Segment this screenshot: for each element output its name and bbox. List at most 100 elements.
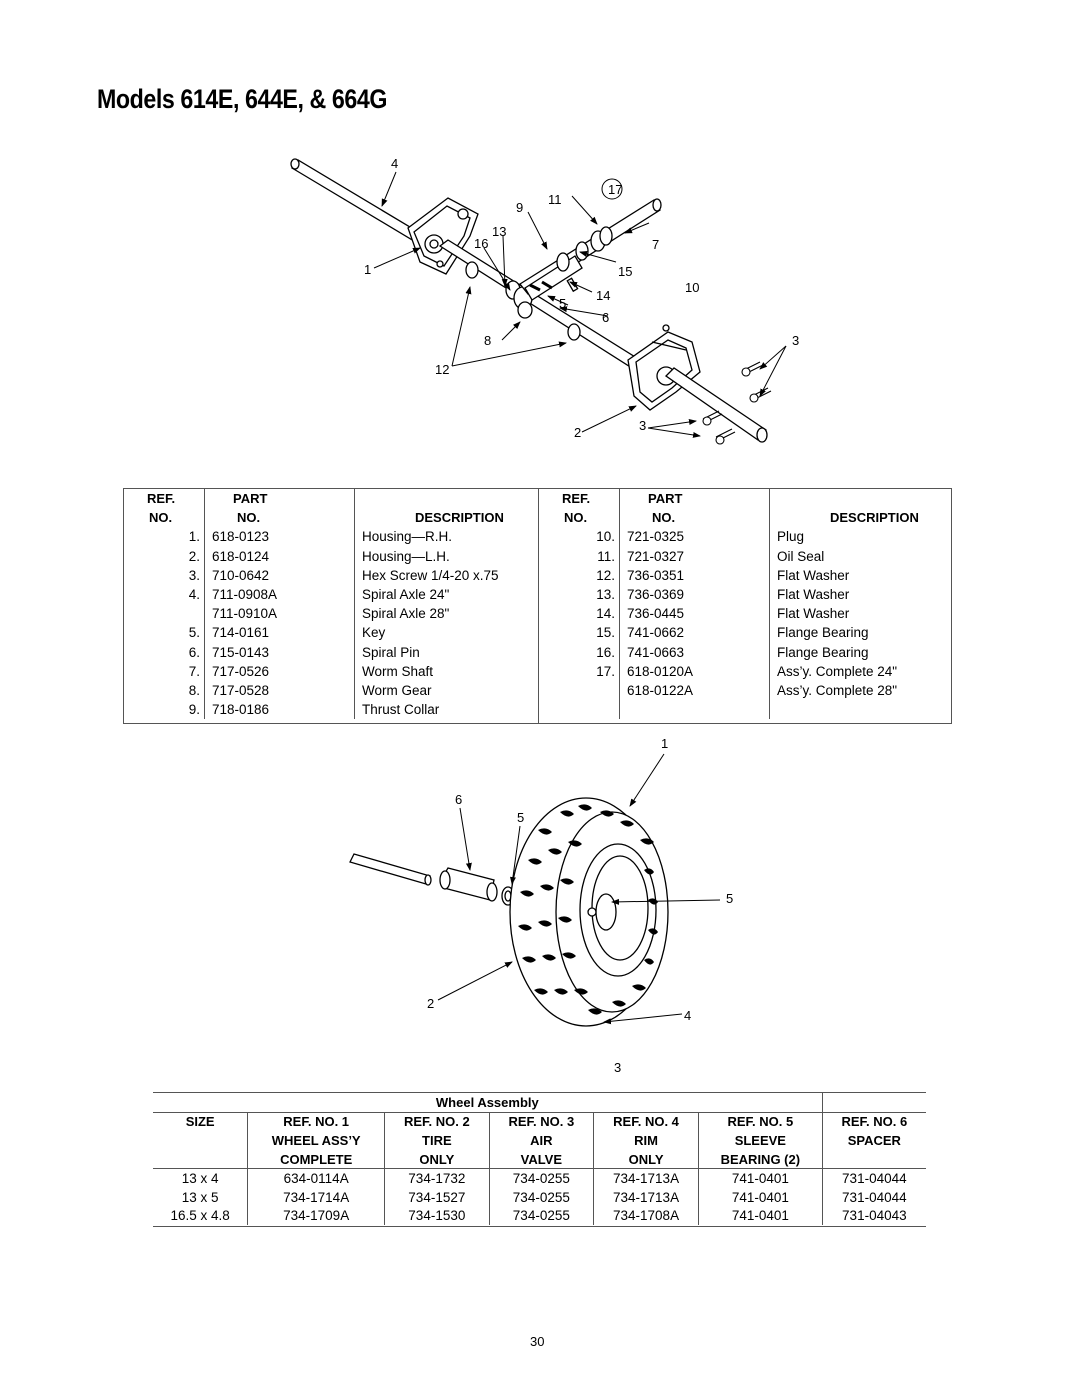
col-subheader: AIR: [488, 1131, 594, 1150]
part-no: 721-0325: [619, 527, 770, 547]
wheel-assembly-diagram: 1 6 5 5 2 4 3: [349, 736, 733, 1075]
description: Key: [362, 625, 386, 641]
description: Ass’y. Complete 24": [777, 663, 898, 679]
table-row: 13 x 4 634-0114A 734-1732 734-0255 734-1…: [153, 1168, 926, 1188]
description: Flat Washer: [777, 567, 850, 583]
header-ref: REF.: [124, 489, 205, 509]
callout-7: 7: [652, 237, 659, 252]
header-no: NO.: [124, 508, 205, 528]
part-cell: 734-1530: [384, 1206, 490, 1226]
wheel-table-frame: [153, 1092, 926, 1227]
ref-no: 10.: [539, 527, 620, 547]
callout-15: 15: [618, 264, 632, 279]
description: Worm Gear: [362, 682, 432, 698]
ref-no: 16.: [539, 642, 620, 662]
part-no: 736-0445: [619, 604, 770, 624]
col-header-size: SIZE: [153, 1111, 248, 1132]
callout-1: 1: [364, 262, 371, 277]
size-cell: 13 x 4: [181, 1171, 219, 1187]
header-part: PART: [204, 489, 355, 509]
callout-6: 6: [602, 310, 609, 325]
part-no: 741-0663: [619, 642, 770, 662]
part-no: 715-0143: [204, 642, 355, 662]
part-no: 714-0161: [204, 623, 355, 643]
description: Flat Washer: [777, 587, 850, 603]
part-cell: 634-0114A: [247, 1168, 385, 1188]
part-cell: 734-1714A: [247, 1187, 385, 1207]
col-header-ref1: REF. NO. 1: [247, 1111, 385, 1132]
callout-8: 8: [484, 333, 491, 348]
wheel-callout-2: 2: [427, 996, 434, 1011]
description: Spiral Axle 28": [362, 606, 450, 622]
part-cell: 731-04044: [821, 1187, 926, 1207]
ref-no: [124, 604, 205, 624]
col-subheader: SLEEVE: [698, 1131, 823, 1150]
ref-no: 3.: [124, 565, 205, 585]
callout-3a: 3: [792, 333, 799, 348]
parts-table-right: REF. PART NO. NO. DESCRIPTION 10.721-032…: [539, 489, 950, 720]
page-number: 30: [530, 1334, 545, 1349]
col-subheader: SPACER: [821, 1131, 926, 1150]
callout-14: 14: [596, 288, 610, 303]
part-cell: 731-04043: [821, 1206, 926, 1226]
part-no: 741-0662: [619, 623, 770, 643]
part-cell: 741-0401: [698, 1206, 823, 1226]
ref-no: 2.: [124, 546, 205, 566]
header-ref: REF.: [539, 489, 620, 509]
description: Ass’y. Complete 28": [777, 682, 898, 698]
part-cell: 734-0255: [488, 1168, 594, 1188]
header-description: DESCRIPTION: [830, 510, 919, 526]
part-no: 711-0910A: [204, 604, 355, 624]
col-subheader: [153, 1131, 248, 1150]
callout-4: 4: [391, 156, 398, 171]
callout-13: 13: [492, 224, 506, 239]
part-no: 618-0124: [204, 546, 355, 566]
part-no: 718-0186: [204, 700, 355, 720]
description: Spiral Axle 24": [362, 587, 450, 603]
ref-no: 12.: [539, 565, 620, 585]
header-part: PART: [619, 489, 770, 509]
description: Flat Washer: [777, 606, 850, 622]
size-cell: 16.5 x 4.8: [170, 1208, 230, 1224]
part-cell: 734-1709A: [247, 1206, 385, 1226]
part-cell: 734-1527: [384, 1187, 490, 1207]
wheel-callout-1: 1: [661, 736, 668, 751]
part-no: 711-0908A: [204, 584, 355, 605]
part-no: 717-0526: [204, 661, 355, 681]
part-no: 710-0642: [204, 565, 355, 585]
callout-12: 12: [435, 362, 449, 377]
col-subheader: RIM: [593, 1131, 699, 1150]
ref-no: 14.: [539, 604, 620, 624]
callout-5: 5: [559, 296, 566, 311]
description: Oil Seal: [777, 548, 825, 564]
part-no: 618-0123: [204, 527, 355, 547]
header-part-no: NO.: [619, 508, 770, 528]
part-cell: 734-0255: [488, 1206, 594, 1226]
part-cell: 734-1732: [384, 1168, 490, 1188]
ref-no: 6.: [124, 642, 205, 662]
description: Flange Bearing: [777, 625, 869, 641]
axle-assembly-diagram: 4 1 9 11 17 13 16 7 15 14 5 10 6 8 3 12 …: [290, 156, 799, 445]
callout-16: 16: [474, 236, 488, 251]
wheel-callout-6: 6: [455, 792, 462, 807]
ref-no: 11.: [539, 546, 620, 566]
col-subheader: BEARING (2): [698, 1149, 823, 1170]
col-header-ref3: REF. NO. 3: [488, 1111, 594, 1132]
part-cell: 734-1713A: [593, 1168, 699, 1188]
wheel-callout-4: 4: [684, 1008, 691, 1023]
